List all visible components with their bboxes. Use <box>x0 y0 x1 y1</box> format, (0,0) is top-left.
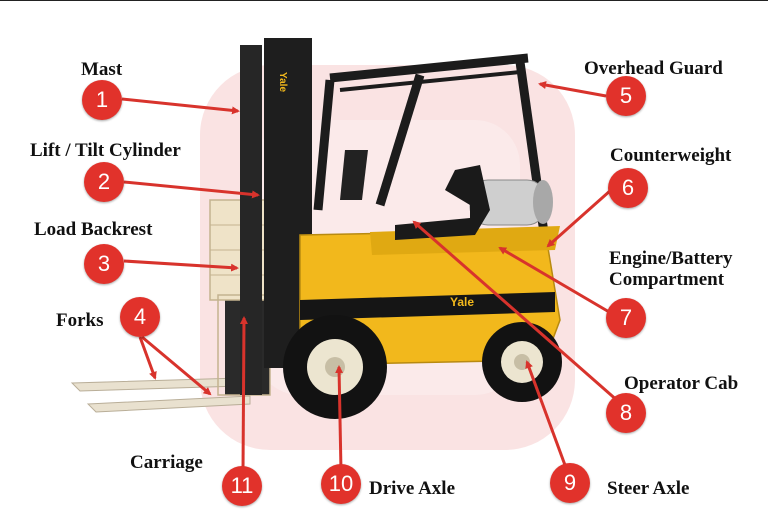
badge-10: 10 <box>321 464 361 504</box>
top-border <box>0 0 768 1</box>
badge-6: 6 <box>608 168 648 208</box>
leader-arrows <box>121 81 620 477</box>
badge-9: 9 <box>550 463 590 503</box>
label-overhead-guard: Overhead Guard <box>584 58 723 79</box>
label-drive-axle: Drive Axle <box>369 478 456 499</box>
badge-7: 7 <box>606 298 646 338</box>
badge-8: 8 <box>606 393 646 433</box>
operator-seat <box>340 150 490 240</box>
label-steer-axle: Steer Axle <box>607 478 690 499</box>
steer-wheel <box>482 322 562 402</box>
badge-5: 5 <box>606 76 646 116</box>
badge-2: 2 <box>84 162 124 202</box>
badge-1: 1 <box>82 80 122 120</box>
badge-11: 11 <box>222 466 262 506</box>
label-load-backrest: Load Backrest <box>34 219 153 240</box>
label-operator-cab: Operator Cab <box>624 373 739 394</box>
label-counterweight: Counterweight <box>610 145 732 166</box>
badge-3: 3 <box>84 244 124 284</box>
mast-brand-text: Yale <box>277 72 288 92</box>
label-lift-tilt-cylinder: Lift / Tilt Cylinder <box>30 140 181 161</box>
label-carriage: Carriage <box>130 452 203 473</box>
drive-wheel <box>283 315 387 419</box>
badge-4: 4 <box>120 297 160 337</box>
body-brand-text: Yale <box>450 295 474 309</box>
label-forks: Forks <box>56 310 104 331</box>
label-mast: Mast <box>81 59 123 80</box>
label-engine-battery-compartment: Engine/Battery Compartment <box>609 248 733 290</box>
